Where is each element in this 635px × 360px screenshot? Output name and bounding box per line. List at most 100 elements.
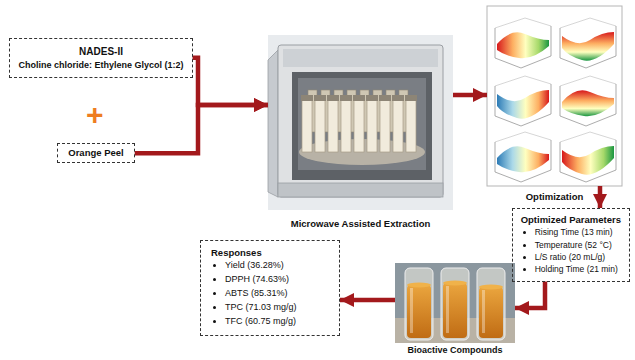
extract-vials-picture	[405, 268, 433, 340]
microwave-picture	[380, 100, 390, 152]
microwave-picture	[340, 95, 352, 101]
microwave-picture	[298, 78, 426, 170]
microwave-picture	[315, 100, 325, 152]
surface-plots-picture	[495, 18, 551, 68]
box-text: Choline chloride: Ethylene Glycol (1:2)	[18, 59, 183, 71]
surface-plots-picture	[497, 146, 549, 172]
surface-plots-picture	[487, 6, 622, 186]
extract-vials-picture	[479, 287, 503, 338]
microwave-picture	[268, 50, 278, 197]
microwave-picture	[392, 95, 404, 101]
surface-plots-picture	[495, 84, 551, 126]
box-heading: Orange Peel	[68, 147, 123, 159]
flow-arrow	[453, 93, 487, 98]
microwave-picture	[405, 95, 417, 101]
surface-plots-picture	[560, 84, 616, 126]
surface-plots-picture	[495, 76, 551, 86]
microwave-picture	[292, 72, 432, 180]
extract-vials-picture	[443, 281, 467, 286]
microwave-picture	[353, 95, 365, 101]
surface-plots-picture	[560, 76, 616, 126]
surface-plots-picture	[562, 32, 614, 61]
figure-caption: Optimization	[526, 191, 584, 202]
microwave-picture	[283, 49, 438, 67]
microwave-picture	[301, 95, 417, 101]
extract-vials-picture	[405, 268, 433, 340]
microwave-picture	[301, 95, 313, 101]
extract-vials-picture	[407, 285, 431, 338]
surface-plots-picture	[562, 146, 614, 175]
extract-vials-picture	[482, 290, 485, 333]
extract-vials-picture	[407, 283, 431, 288]
figure-caption: Bioactive Compounds	[407, 345, 502, 356]
flow-arrow	[340, 298, 395, 303]
bullet-item: L/S ratio (20 mL/g)	[535, 251, 621, 263]
surface-plots-picture	[495, 132, 551, 182]
surface-plots-picture	[560, 132, 616, 182]
microwave-picture	[327, 95, 339, 101]
microwave-picture	[393, 100, 403, 152]
flow-arrow	[598, 186, 603, 208]
extract-vials-picture	[479, 285, 503, 290]
surface-plots-picture	[560, 18, 616, 28]
list-heading: Optimized Parameters	[521, 213, 621, 226]
surface-plots-picture	[495, 76, 551, 126]
bullet-item: TPC (71.03 mg/g)	[225, 301, 329, 315]
surface-plots-picture	[487, 6, 622, 186]
extract-vials-picture	[395, 263, 515, 343]
bullet-list: Rising Time (13 min)Temperature (52 °C)L…	[521, 226, 621, 275]
microwave-picture	[379, 95, 391, 101]
bullet-item: Temperature (52 °C)	[535, 239, 621, 251]
extract-vials-picture	[477, 268, 505, 340]
solvent-box: NADES-IICholine chloride: Ethylene Glyco…	[9, 38, 192, 78]
microwave-picture	[406, 100, 416, 152]
extract-vials-picture	[441, 268, 469, 340]
surface-plots-picture	[560, 18, 616, 68]
microwave-picture	[278, 45, 443, 197]
surface-plots-picture	[497, 32, 549, 58]
surface-plots-picture	[560, 140, 616, 182]
extract-vials-picture	[446, 286, 449, 333]
flow-arrow	[135, 105, 268, 153]
extract-vials-picture	[410, 288, 413, 333]
microwave-picture	[354, 100, 364, 152]
flow-arrow	[515, 282, 545, 308]
microwave-figure: Microwave Assisted Extraction	[268, 35, 453, 210]
surface-plots-picture	[560, 132, 616, 142]
list-heading: Responses	[211, 246, 329, 259]
microwave-picture	[278, 183, 443, 197]
optimization-figure: Optimization	[487, 6, 622, 186]
surface-plots-picture	[560, 26, 616, 68]
extract-vials-picture	[395, 263, 515, 343]
microwave-picture	[268, 35, 453, 210]
box-heading: NADES-II	[18, 45, 183, 59]
figure-caption: Microwave Assisted Extraction	[291, 218, 431, 229]
bioactive-figure: Bioactive Compounds	[395, 263, 515, 343]
bullet-item: Holding Time (21 min)	[535, 263, 621, 275]
surface-plots-picture	[495, 18, 551, 28]
extract-vials-picture	[441, 268, 469, 340]
surface-plots-picture	[560, 76, 616, 86]
microwave-picture	[268, 35, 453, 210]
surface-plots-picture	[495, 140, 551, 182]
surface-plots-picture	[497, 90, 549, 119]
microwave-picture	[367, 100, 377, 152]
bullet-item: Rising Time (13 min)	[535, 226, 621, 238]
microwave-picture	[328, 100, 338, 152]
surface-plots-picture	[495, 132, 551, 142]
extract-vials-picture	[443, 283, 467, 338]
responses-box: ResponsesYield (36.28%)DPPH (74.63%)ABTS…	[200, 240, 340, 336]
microwave-picture	[341, 100, 351, 152]
bullet-item: ABTS (85.31%)	[225, 287, 329, 301]
bullet-item: DPPH (74.63%)	[225, 273, 329, 287]
surface-plots-picture	[562, 90, 614, 116]
microwave-picture	[302, 100, 416, 152]
microwave-picture	[366, 95, 378, 101]
bullet-item: Yield (36.28%)	[225, 259, 329, 273]
surface-plots-picture	[495, 26, 551, 68]
microwave-picture	[314, 95, 326, 101]
parameters-box: Optimized ParametersRising Time (13 min)…	[512, 208, 630, 282]
flow-arrow	[193, 58, 268, 105]
extract-vials-picture	[477, 268, 505, 340]
